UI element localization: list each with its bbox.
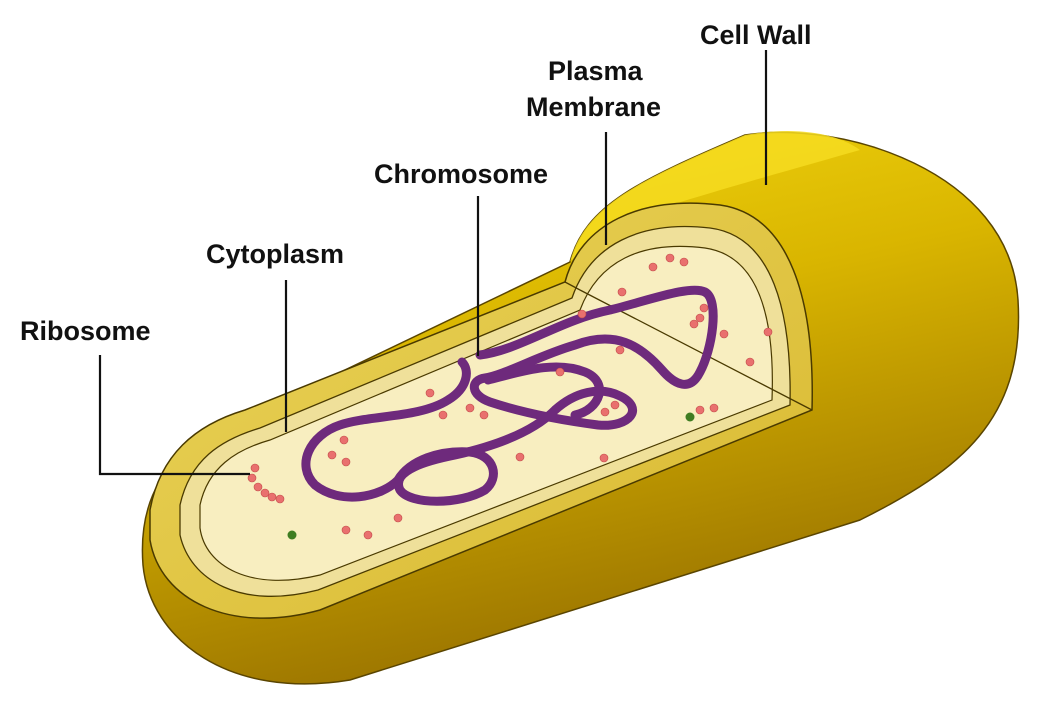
label-cytoplasm: Cytoplasm <box>206 239 344 269</box>
ribosome-dot <box>438 410 448 420</box>
ribosome-dot <box>699 303 709 313</box>
ribosome-dot <box>341 525 351 535</box>
ribosome-dot <box>610 400 620 410</box>
ribosome-dot <box>465 403 475 413</box>
label-group: Cell Wall Plasma Membrane Chromosome Cyt… <box>20 20 812 346</box>
ribosome-dot <box>648 262 658 272</box>
ribosome-dot <box>695 405 705 415</box>
chromosome-strand <box>301 285 718 506</box>
ribosome-dot <box>341 457 351 467</box>
leader-ribosome <box>98 355 250 476</box>
label-plasma-line1: Plasma <box>548 56 644 86</box>
ribosome-dot <box>679 257 689 267</box>
label-plasma-line2: Membrane <box>526 92 661 122</box>
ribosome-dot <box>665 253 675 263</box>
ribosome-dot <box>615 345 625 355</box>
ribosome-dot <box>555 367 565 377</box>
ribosome-dot <box>253 482 263 492</box>
label-ribosome: Ribosome <box>20 316 151 346</box>
ribosome-group <box>247 253 773 540</box>
ribosome-dot <box>695 313 705 323</box>
ribosome-dot <box>260 488 270 498</box>
ribosome-dot <box>425 388 435 398</box>
granule <box>685 412 695 422</box>
label-cell-wall: Cell Wall <box>700 20 812 50</box>
ribosome-dot <box>327 450 337 460</box>
granule <box>287 530 297 540</box>
ribosome-dot <box>339 435 349 445</box>
ribosome-dot <box>745 357 755 367</box>
leader-lines <box>98 50 768 476</box>
ribosome-dot <box>719 329 729 339</box>
ribosome-dot <box>599 453 609 463</box>
ribosome-dot <box>479 410 489 420</box>
ribosome-dot <box>577 309 587 319</box>
ribosome-dot <box>515 452 525 462</box>
ribosome-dot <box>275 494 285 504</box>
ribosome-dot <box>363 530 373 540</box>
ribosome-dot <box>617 287 627 297</box>
ribosome-dot <box>247 473 257 483</box>
ribosome-dot <box>393 513 403 523</box>
ribosome-dot <box>250 463 260 473</box>
label-chromosome: Chromosome <box>374 159 548 189</box>
ribosome-dot <box>600 407 610 417</box>
ribosome-dot <box>267 492 277 502</box>
granule-group <box>287 412 695 540</box>
ribosome-dot <box>763 327 773 337</box>
ribosome-dot <box>709 403 719 413</box>
ribosome-dot <box>689 319 699 329</box>
